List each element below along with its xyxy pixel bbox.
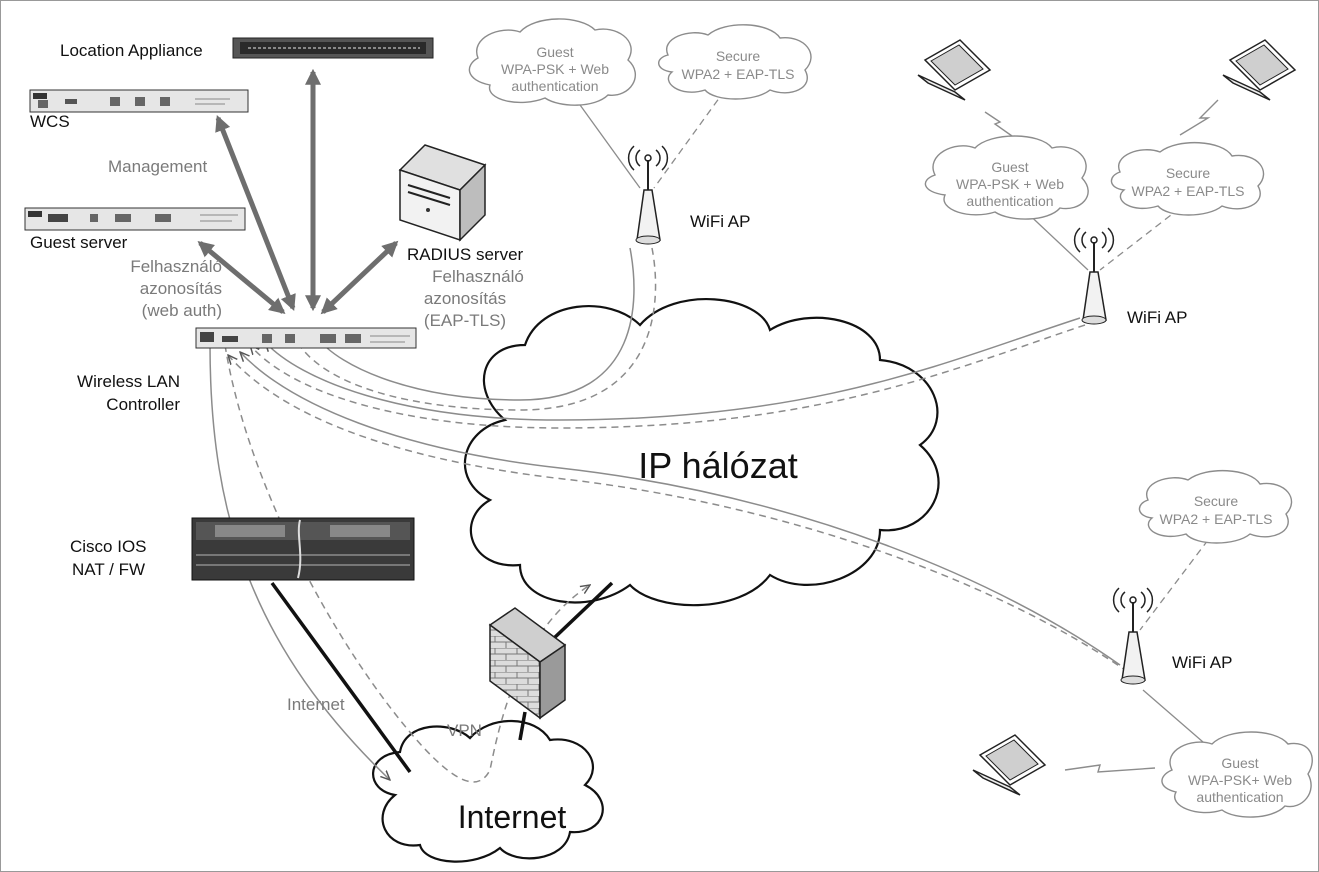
- management-label: Management: [108, 157, 208, 176]
- management-arrows: [197, 68, 399, 315]
- bubble-top-guest-text: Guest WPA-PSK + Web authentication: [501, 44, 609, 94]
- bubble-bottom-guest-text: Guest WPA-PSK+ Web authentication: [1188, 755, 1292, 805]
- eap-auth-label-2: azonosítás: [424, 289, 506, 308]
- bubble-bottom-guest-line-1: Guest: [1221, 755, 1258, 771]
- guest-server-label: Guest server: [30, 233, 128, 252]
- wifi-ap-bottom-icon: [1112, 587, 1154, 685]
- location-appliance-label: Location Appliance: [60, 41, 203, 60]
- internet-cloud: [372, 719, 604, 863]
- radius-server-icon: [398, 144, 487, 242]
- bubble-right-guest-text: Guest WPA-PSK + Web authentication: [956, 159, 1064, 209]
- bubble-top-secure-line-2: WPA2 + EAP-TLS: [682, 66, 795, 82]
- vpn-link: [224, 344, 590, 783]
- guest-server-device: [24, 207, 246, 231]
- bubble-right-secure-line-2: WPA2 + EAP-TLS: [1132, 183, 1245, 199]
- wlc-label-2: Controller: [106, 395, 180, 414]
- ip-network-cloud: [463, 298, 940, 607]
- ap-top-tunnel: [295, 247, 657, 411]
- wifi-ap-top-icon: [627, 145, 669, 245]
- bubble-top-guest-line-3: authentication: [511, 78, 598, 94]
- bubble-right-secure-text: Secure WPA2 + EAP-TLS: [1132, 165, 1245, 199]
- internet-cloud-label: Internet: [458, 799, 567, 835]
- firewall-icon: [488, 607, 567, 720]
- radius-server-label: RADIUS server: [407, 245, 524, 264]
- bubble-bottom-guest: [1161, 731, 1313, 818]
- web-auth-label-1: Felhasználó: [130, 257, 222, 276]
- bubble-right-secure: [1110, 142, 1265, 216]
- eap-auth-label-1: Felhasználó: [432, 267, 524, 286]
- bubble-top-guest-line-1: Guest: [536, 44, 573, 60]
- ap-right-tunnel: [250, 317, 1086, 429]
- laptop-icon-1: [917, 39, 992, 101]
- bubble-right-guest-line-3: authentication: [966, 193, 1053, 209]
- wifi-ap-right-icon: [1073, 227, 1115, 325]
- bubble-top-guest-line-2: WPA-PSK + Web: [501, 61, 609, 77]
- bubble-bottom-secure-line-1: Secure: [1194, 493, 1239, 509]
- bubble-right-guest-line-2: WPA-PSK + Web: [956, 176, 1064, 192]
- laptop-icon-2: [1222, 39, 1297, 101]
- laptop-icon-3: [972, 734, 1047, 796]
- bubble-bottom-secure: [1138, 470, 1293, 544]
- vpn-label: VPN: [447, 721, 482, 740]
- cisco-router-device: [191, 517, 415, 581]
- bubble-top-secure: [658, 24, 812, 100]
- wifi-ap-right-label: WiFi AP: [1127, 308, 1187, 327]
- eap-auth-label-3: (EAP-TLS): [424, 311, 506, 330]
- cisco-label-1: Cisco IOS: [70, 537, 147, 556]
- wcs-label: WCS: [30, 112, 70, 131]
- bubble-top-secure-text: Secure WPA2 + EAP-TLS: [682, 48, 795, 82]
- bubble-bottom-guest-line-3: authentication: [1196, 789, 1283, 805]
- bubble-bottom-secure-line-2: WPA2 + EAP-TLS: [1160, 511, 1273, 527]
- router-internet-link: [270, 581, 412, 774]
- wifi-ap-top-label: WiFi AP: [690, 212, 750, 231]
- wcs-device: [29, 89, 249, 113]
- bubble-bottom-secure-text: Secure WPA2 + EAP-TLS: [1160, 493, 1273, 527]
- bubble-top-secure-line-1: Secure: [716, 48, 761, 64]
- firewall-internet-link: [518, 711, 527, 741]
- bubble-bottom-guest-line-2: WPA-PSK+ Web: [1188, 772, 1292, 788]
- bubble-right-guest: [924, 135, 1089, 220]
- wlc-device: [195, 327, 417, 349]
- bubble-right-guest-line-1: Guest: [991, 159, 1028, 175]
- web-auth-label-3: (web auth): [142, 301, 222, 320]
- web-auth-label-2: azonosítás: [140, 279, 222, 298]
- internet-link-label: Internet: [287, 695, 345, 714]
- location-appliance-device: [232, 37, 434, 59]
- ip-network-label: IP hálózat: [638, 445, 797, 486]
- wireless-signal-icons: [984, 99, 1219, 773]
- ap-bottom-tunnel: [228, 352, 1129, 673]
- cisco-label-2: NAT / FW: [72, 560, 145, 579]
- bubble-right-secure-line-1: Secure: [1166, 165, 1211, 181]
- wifi-ap-bottom-label: WiFi AP: [1172, 653, 1232, 672]
- wlc-label-1: Wireless LAN: [77, 372, 180, 391]
- firewall-ip-link: [550, 581, 614, 642]
- bubble-top-guest: [468, 18, 636, 106]
